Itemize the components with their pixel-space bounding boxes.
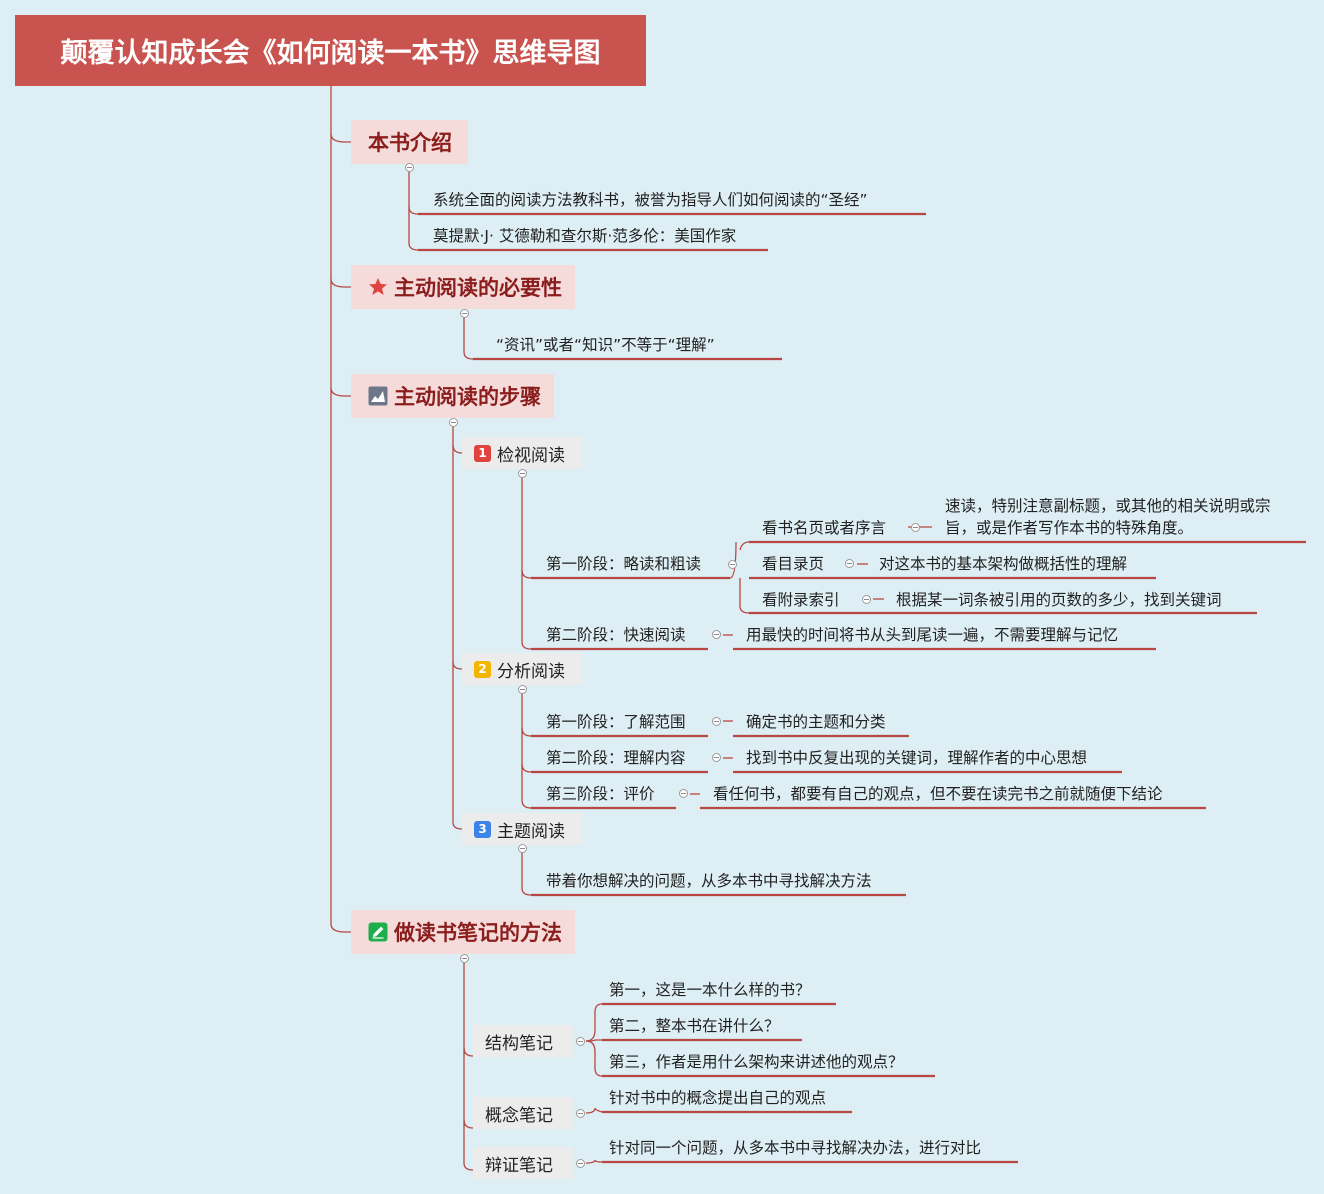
- branch-label: 主动阅读的步骤: [394, 385, 541, 409]
- node-dialectic-notes[interactable]: 辩证笔记: [473, 1147, 573, 1179]
- collapse-toggle[interactable]: [518, 844, 527, 853]
- branch-note-methods[interactable]: 做读书笔记的方法: [351, 910, 575, 954]
- collapse-toggle[interactable]: [576, 1109, 585, 1118]
- node-label: 分析阅读: [497, 661, 565, 682]
- branch-necessity[interactable]: 主动阅读的必要性: [351, 265, 575, 309]
- concept-value: 针对书中的概念提出自己的观点: [609, 1089, 827, 1107]
- collapse-toggle[interactable]: [911, 523, 920, 532]
- structure-item: 第三，作者是用什么架构来讲述他的观点？: [609, 1053, 904, 1071]
- stage1-item-value: 速读，特别注意副标题，或其他的相关说明或宗: [945, 497, 1271, 515]
- collapse-toggle[interactable]: [460, 954, 469, 963]
- stage1-item-value: 根据某一词条被引用的页数的多少，找到关键词: [896, 591, 1222, 609]
- node-concept-notes[interactable]: 概念笔记: [473, 1097, 573, 1129]
- collapse-toggle[interactable]: [679, 789, 688, 798]
- branch-book-intro[interactable]: 本书介绍: [351, 120, 468, 164]
- node-label: 结构笔记: [485, 1033, 553, 1054]
- stage1-item-key: 看附录索引: [762, 591, 840, 609]
- stage1-item-key: 看目录页: [762, 555, 825, 573]
- node-label: 检视阅读: [497, 445, 565, 466]
- collapse-toggle[interactable]: [728, 560, 737, 569]
- collapse-toggle[interactable]: [712, 630, 721, 639]
- stage2-value: 用最快的时间将书从头到尾读一遍，不需要理解与记忆: [746, 626, 1119, 644]
- collapse-toggle[interactable]: [862, 595, 871, 604]
- branch-label: 主动阅读的必要性: [394, 276, 562, 300]
- collapse-toggle[interactable]: [460, 309, 469, 318]
- analyze-stage-key: 第二阶段：理解内容: [546, 749, 686, 767]
- mind-map-title: 颠覆认知成长会《如何阅读一本书》思维导图: [15, 15, 646, 86]
- collapse-toggle[interactable]: [405, 163, 414, 172]
- stage1-item-value: 对这本书的基本架构做概括性的理解: [879, 555, 1128, 573]
- edit-icon: [368, 922, 388, 942]
- stage1-item-key: 看书名页或者序言: [762, 519, 887, 537]
- inspect-stage-2: 第二阶段：快速阅读: [546, 626, 686, 644]
- branch-label: 本书介绍: [368, 131, 452, 155]
- analyze-stage-key: 第三阶段：评价: [546, 785, 655, 803]
- intro-item-1: 系统全面的阅读方法教科书，被誉为指导人们如何阅读的“圣经”: [433, 191, 868, 209]
- node-label: 概念笔记: [485, 1105, 553, 1126]
- dialectic-value: 针对同一个问题，从多本书中寻找解决办法，进行对比: [609, 1139, 982, 1157]
- analyze-stage-key: 第一阶段：了解范围: [546, 713, 686, 731]
- topic-value: 带着你想解决的问题，从多本书中寻找解决方法: [546, 872, 872, 890]
- structure-item: 第一，这是一本什么样的书？: [609, 981, 811, 999]
- node-analytical-reading[interactable]: 2 分析阅读: [462, 653, 582, 685]
- star-icon: [368, 277, 388, 297]
- collapse-toggle[interactable]: [449, 418, 458, 427]
- number-3-icon: 3: [474, 820, 491, 838]
- number-2-icon: 2: [474, 660, 491, 678]
- intro-item-2: 莫提默·J· 艾德勒和查尔斯·范多伦：美国作家: [433, 227, 737, 245]
- collapse-toggle[interactable]: [712, 753, 721, 762]
- node-label: 主题阅读: [497, 821, 565, 842]
- collapse-toggle[interactable]: [712, 717, 721, 726]
- collapse-toggle[interactable]: [518, 685, 527, 694]
- inspect-stage-1: 第一阶段：略读和粗读: [546, 555, 702, 573]
- stage1-item-value: 旨，或是作者写作本书的特殊角度。: [945, 519, 1194, 537]
- branch-reading-steps[interactable]: 主动阅读的步骤: [351, 374, 554, 418]
- collapse-toggle[interactable]: [518, 469, 527, 478]
- collapse-toggle[interactable]: [845, 559, 854, 568]
- structure-item: 第二，整本书在讲什么？: [609, 1017, 780, 1035]
- node-inspection-reading[interactable]: 1 检视阅读: [462, 437, 582, 469]
- necessity-item-1: “资讯”或者“知识”不等于“理解”: [496, 336, 715, 354]
- branch-label: 做读书笔记的方法: [394, 921, 562, 945]
- analyze-stage-value: 确定书的主题和分类: [746, 713, 886, 731]
- analyze-stage-value: 看任何书，都要有自己的观点，但不要在读完书之前就随便下结论: [713, 785, 1163, 803]
- analyze-stage-value: 找到书中反复出现的关键词，理解作者的中心思想: [746, 749, 1088, 767]
- node-label: 辩证笔记: [485, 1155, 553, 1176]
- chart-icon: [368, 386, 388, 406]
- collapse-toggle[interactable]: [576, 1159, 585, 1168]
- node-structure-notes[interactable]: 结构笔记: [473, 1025, 573, 1057]
- number-1-icon: 1: [474, 444, 491, 462]
- collapse-toggle[interactable]: [576, 1037, 585, 1046]
- node-syntopical-reading[interactable]: 3 主题阅读: [462, 813, 582, 845]
